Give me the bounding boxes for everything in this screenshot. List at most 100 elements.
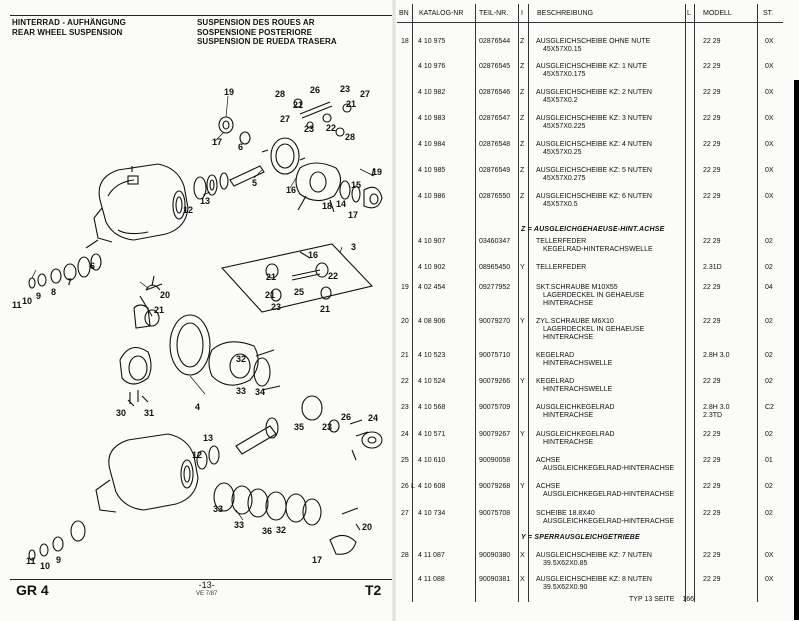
row-modell: 22 29 <box>703 576 721 583</box>
callout-label: 33 <box>234 520 244 530</box>
title-line-it: SOSPENSIONE POSTERIORE <box>197 27 313 37</box>
row-katalog-nr: 4 10 608 <box>418 483 446 490</box>
top-rule <box>10 15 395 16</box>
row-description-line2: HINTERACHSWELLE <box>543 386 613 393</box>
row-flag: Z <box>520 167 525 174</box>
row-teil-nr: 90090380 <box>479 552 511 559</box>
row-description-line3: HINTERACHSE <box>543 300 594 307</box>
row-katalog-nr: 4 10 975 <box>418 38 446 45</box>
row-katalog-nr: 4 10 907 <box>418 238 446 245</box>
header-beschreibung: BESCHREIBUNG <box>537 10 594 17</box>
col-rule <box>412 4 413 602</box>
row-description-line1: KEGELRAD <box>536 378 575 385</box>
row-katalog-nr: 4 10 985 <box>418 167 446 174</box>
row-description-line2: 45X57X0.225 <box>543 123 586 130</box>
row-katalog-nr: 4 10 983 <box>418 115 446 122</box>
table-code: T2 <box>365 582 382 598</box>
row-teil-nr: 02876546 <box>479 89 511 96</box>
row-modell: 22 29 <box>703 378 721 385</box>
row-description-line1: TELLERFEDER <box>536 264 587 271</box>
callout-label: 6 <box>238 142 243 152</box>
row-bn: 28 <box>401 552 409 559</box>
model-page-label: TYP 13 SEITE <box>629 596 675 603</box>
book-spine <box>392 0 396 621</box>
page-edge-shadow <box>794 80 799 620</box>
lower-shim-row-drawing <box>213 482 322 526</box>
row-description-line1: SCHEIBE 18.8X40 <box>536 510 595 517</box>
row-stueck: 0X <box>765 38 774 45</box>
header-bn: BN <box>399 10 409 17</box>
callout-label: 23 <box>304 124 314 134</box>
callout-label: 27 <box>280 114 290 124</box>
row-flag: Y <box>520 264 525 271</box>
callout-label: 28 <box>345 132 355 142</box>
callout-label: 36 <box>262 526 272 536</box>
callout-label: 10 <box>40 561 50 571</box>
callout-label: 15 <box>351 180 361 190</box>
callout-label: 11 <box>26 556 36 566</box>
callout-label: 3 <box>351 242 356 252</box>
callout-label: 22 <box>328 271 338 281</box>
callout-label: 22 <box>326 123 336 133</box>
parts-list-page: BN KATALOG-NR TEIL-NR. I BESCHREIBUNG L … <box>397 0 799 621</box>
middle-differential-case-drawing <box>208 341 281 391</box>
row-bn: 18 <box>401 38 409 45</box>
row-description-line2: 45X57X0.175 <box>543 71 586 78</box>
callout-label: 21 <box>265 290 275 300</box>
col-rule <box>528 4 529 602</box>
row-teil-nr: 90079266 <box>479 378 511 385</box>
callout-label: 25 <box>294 287 304 297</box>
col-rule <box>694 4 695 602</box>
row-modell: 22 29 <box>703 63 721 70</box>
header-l: L <box>687 10 691 17</box>
header-st: ST. <box>763 10 774 17</box>
row-description-line2: 45X57X0.2 <box>543 97 578 104</box>
callout-label: 18 <box>322 201 332 211</box>
row-description-line1: ACHSE <box>536 457 561 464</box>
subgroup-flag: Z <box>521 226 526 233</box>
callout-label: 33 <box>236 386 246 396</box>
row-teil-nr: 90090058 <box>479 457 511 464</box>
row-modell: 22 29 <box>703 483 721 490</box>
middle-right-cluster-drawing <box>301 395 383 461</box>
row-bn: 26 <box>401 483 409 490</box>
row-bn: 27 <box>401 510 409 517</box>
page-number-text: -13- <box>198 580 215 590</box>
title-line-fr: SUSPENSION DES ROUES AR <box>197 18 315 27</box>
callout-label: 21 <box>346 99 356 109</box>
row-katalog-nr: 4 02 454 <box>418 284 446 291</box>
row-description-line2: 39.5X62X0.90 <box>543 584 588 591</box>
row-modell: 22 29 <box>703 510 721 517</box>
callout-label: 14 <box>336 199 346 209</box>
row-stueck: 02 <box>765 483 773 490</box>
row-stueck: 0X <box>765 576 774 583</box>
title-line-en: REAR WHEEL SUSPENSION <box>12 27 123 37</box>
row-description-line1: AUSGLEICHSCHEIBE KZ: 1 NUTE <box>536 63 647 70</box>
row-modell: 22 29 <box>703 284 721 291</box>
row-stueck: 0X <box>765 89 774 96</box>
row-description-line1: AUSGLEICHSCHEIBE KZ: 2 NUTEN <box>536 89 652 96</box>
row-modell: 22 29 <box>703 238 721 245</box>
row-flag: Y <box>520 431 525 438</box>
row-bn: 22 <box>401 378 409 385</box>
row-teil-nr: 02876545 <box>479 63 511 70</box>
row-flag: Y <box>520 483 525 490</box>
subgroup-title: = AUSGLEICHGEHAEUSE-HINT.ACHSE <box>527 226 665 233</box>
row-teil-nr: 90079267 <box>479 431 511 438</box>
row-modell: 22 29 <box>703 318 721 325</box>
callout-label: 30 <box>116 408 126 418</box>
upper-axle-housing-drawing <box>85 163 189 249</box>
callout-label: 16 <box>286 185 296 195</box>
row-stueck: 02 <box>765 238 773 245</box>
row-stueck: 0X <box>765 167 774 174</box>
header-rule <box>397 22 783 23</box>
upper-carrier-bearing-drawing <box>339 167 383 209</box>
callout-label: 33 <box>213 504 223 514</box>
header-teil: TEIL-NR. <box>479 10 509 17</box>
callout-label: 35 <box>294 422 304 432</box>
row-bn: 20 <box>401 318 409 325</box>
row-description-line2: 45X57X0.275 <box>543 175 586 182</box>
row-description-line2: AUSGLEICHKEGELRAD-HINTERACHSE <box>543 465 675 472</box>
row-katalog-nr: 4 10 734 <box>418 510 446 517</box>
row-katalog-nr: 4 10 524 <box>418 378 446 385</box>
